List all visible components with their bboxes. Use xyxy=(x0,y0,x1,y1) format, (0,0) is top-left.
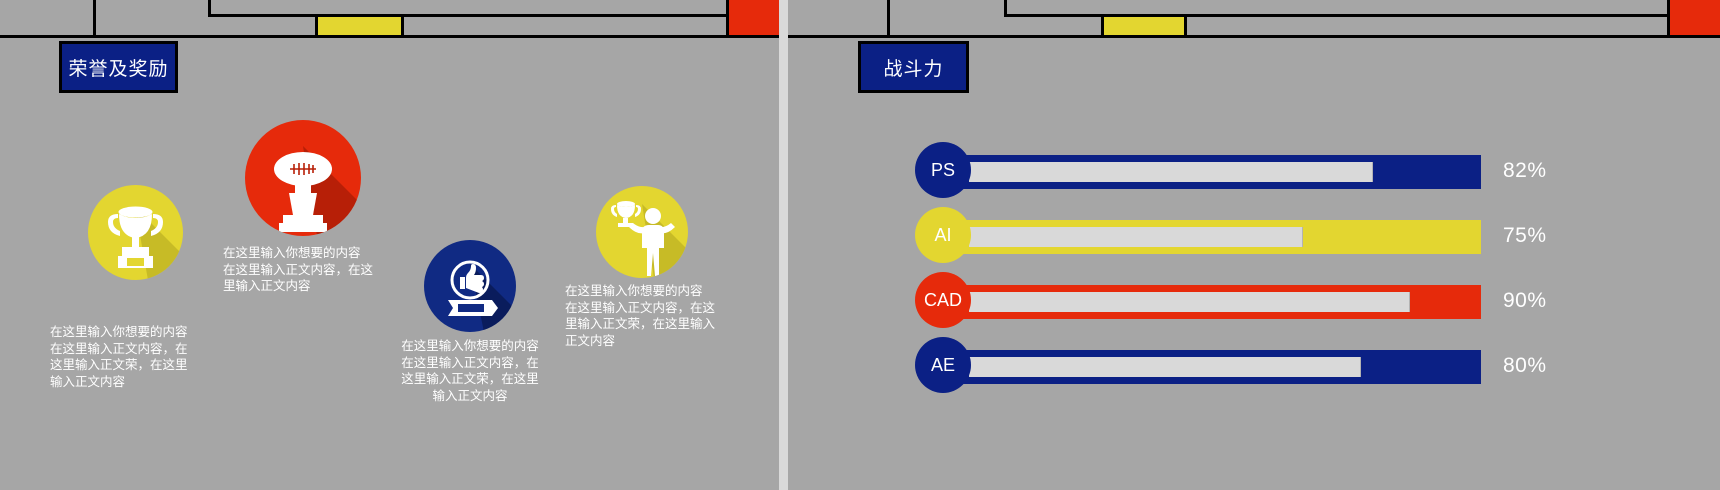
band-vline xyxy=(1004,0,1007,14)
skill-badge-ai: AI xyxy=(915,207,971,263)
skill-bar-fill xyxy=(969,227,1303,247)
trophy-cup-icon xyxy=(108,206,183,280)
band-vline xyxy=(1184,14,1187,38)
band-vline xyxy=(726,0,729,38)
icon-circle-football-trophy[interactable] xyxy=(245,120,361,236)
icon-circle-thumbs-up-medal[interactable] xyxy=(424,240,516,332)
football-trophy-icon xyxy=(274,146,361,236)
section-title-honors: 荣誉及奖励 xyxy=(59,41,178,93)
band-vline xyxy=(401,14,404,38)
item-caption-2: 在这里输入你想要的内容 在这里输入正文内容，在这 里输入正文内容 xyxy=(223,246,374,293)
skill-percent-ai: 75% xyxy=(1503,224,1547,247)
skill-badge-ae: AE xyxy=(915,337,971,393)
band-red-block xyxy=(1670,0,1720,38)
band-vline xyxy=(887,0,890,38)
band-yellow-block xyxy=(318,17,401,38)
skill-bar-fill xyxy=(969,292,1410,312)
slide-honors-awards[interactable]: 荣誉及奖励 在这里输入你想要的内容 在这里输入正文内容，在 这里输入正文荣，在这… xyxy=(0,0,779,490)
skill-percent-ps: 82% xyxy=(1503,159,1547,182)
band-hline xyxy=(1004,14,1720,17)
skill-badge-ps: PS xyxy=(915,142,971,198)
band-red-block xyxy=(729,0,779,38)
skill-bar-track xyxy=(955,155,1481,189)
item-caption-4: 在这里输入你想要的内容 在这里输入正文内容，在这 里输入正文荣，在这里输入 正文… xyxy=(565,284,716,348)
band-vline xyxy=(1101,14,1104,38)
icon-circle-person-raising-trophy[interactable] xyxy=(596,186,688,278)
band-yellow-block xyxy=(1104,17,1184,38)
item-caption-3: 在这里输入你想要的内容 在这里输入正文内容，在 这里输入正文荣，在这里 输入正文… xyxy=(401,339,539,403)
skill-badge-cad: CAD xyxy=(915,272,971,328)
skill-label: PS xyxy=(930,159,955,180)
skill-bar-row-ps[interactable]: PS 82% xyxy=(915,142,1720,198)
skill-bar-track xyxy=(955,350,1481,384)
mondrian-top-band-right xyxy=(788,0,1720,38)
band-vline xyxy=(315,14,318,38)
item-caption-1: 在这里输入你想要的内容 在这里输入正文内容，在 这里输入正文荣，在这里 输入正文… xyxy=(50,325,188,389)
skill-bar-row-ai[interactable]: AI 75% xyxy=(915,207,1720,263)
skill-bar-track xyxy=(955,285,1481,319)
slide-gutter xyxy=(779,0,788,490)
skill-bar-fill xyxy=(969,357,1361,377)
mondrian-top-band-left xyxy=(0,0,779,38)
section-title-text: 荣誉及奖励 xyxy=(68,58,169,80)
skill-bar-track xyxy=(955,220,1481,254)
skill-bar-row-cad[interactable]: CAD 90% xyxy=(915,272,1720,328)
skill-label: AE xyxy=(930,354,955,375)
skill-bar-row-ae[interactable]: AE 80% xyxy=(915,337,1720,393)
band-hline xyxy=(208,14,779,17)
skill-label: AI xyxy=(934,224,952,245)
thumbs-up-medal-icon xyxy=(448,260,516,332)
slide-combat-power[interactable]: 战斗力 PS 82% AI 75% xyxy=(788,0,1720,490)
band-vline xyxy=(93,0,96,38)
section-title-text: 战斗力 xyxy=(883,58,944,80)
skill-percent-ae: 80% xyxy=(1503,354,1547,377)
person-raising-trophy-icon xyxy=(611,201,688,278)
skill-label: CAD xyxy=(923,289,962,310)
icon-circle-trophy-cup[interactable] xyxy=(88,185,183,280)
skill-bar-fill xyxy=(969,162,1373,182)
section-title-combat-power: 战斗力 xyxy=(858,41,969,93)
band-baseline xyxy=(0,35,779,38)
band-vline xyxy=(208,0,211,14)
skill-percent-cad: 90% xyxy=(1503,289,1547,312)
band-vline xyxy=(1667,0,1670,38)
band-baseline xyxy=(788,35,1720,38)
